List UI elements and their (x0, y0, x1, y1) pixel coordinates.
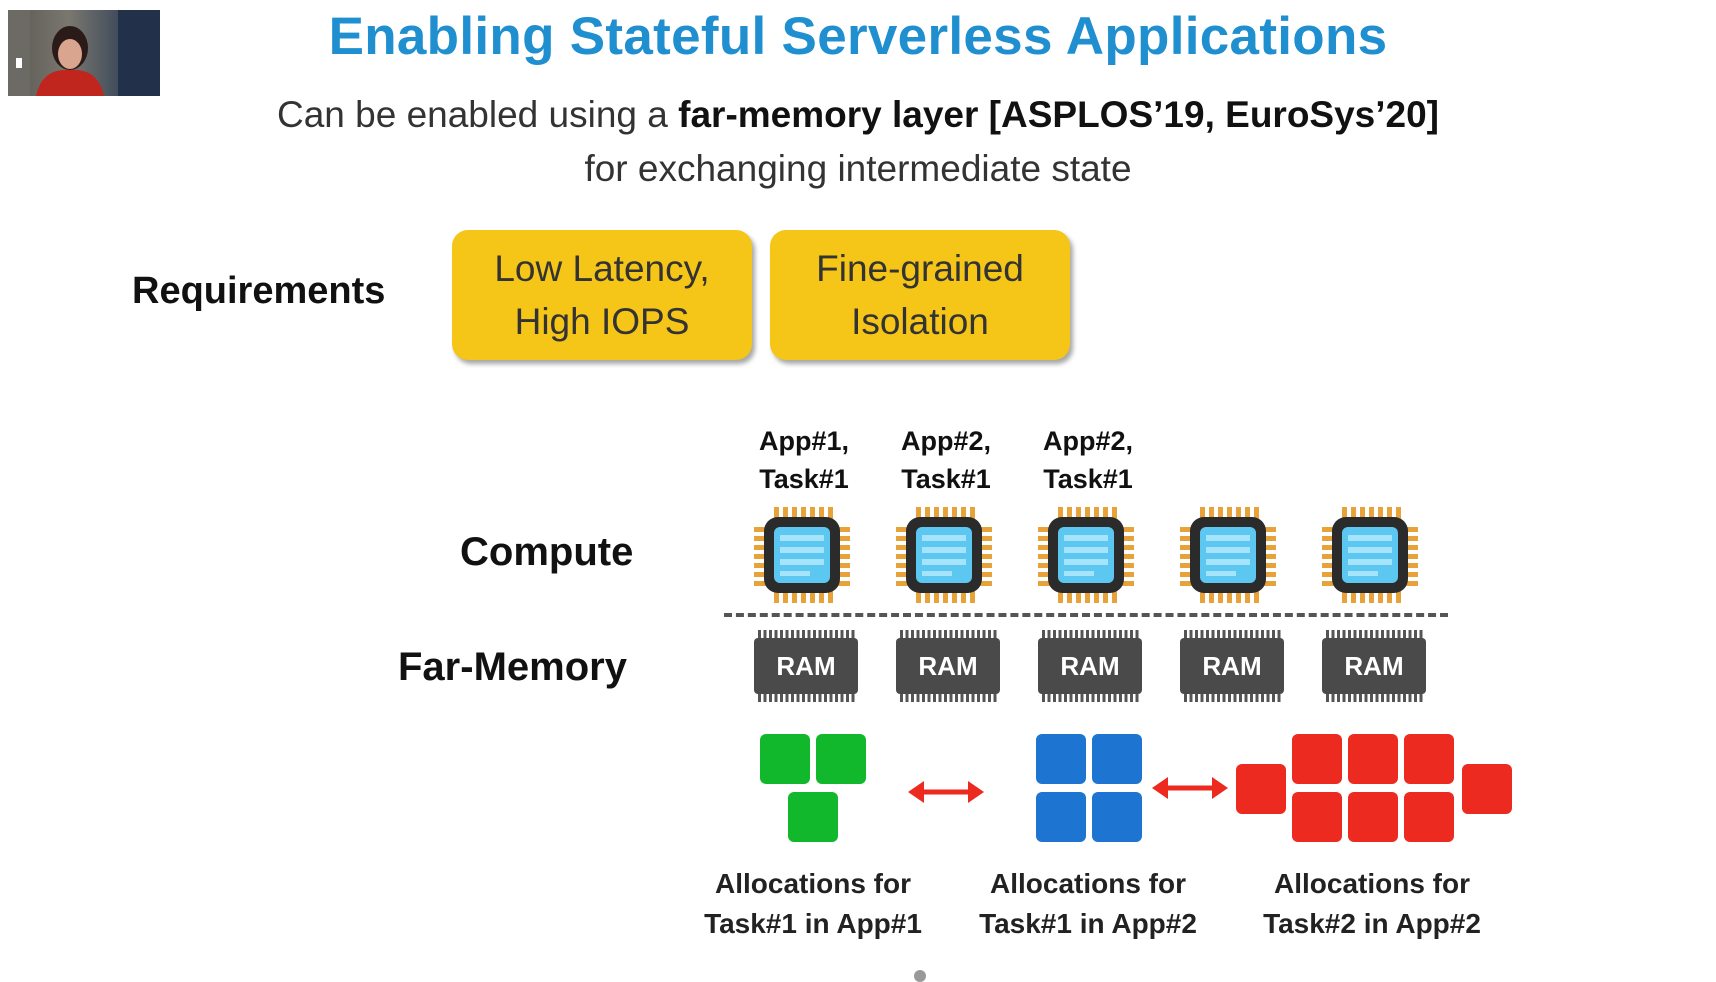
allocation-block (1462, 764, 1512, 814)
app-label-1: App#1, Task#1 (734, 422, 874, 498)
double-arrow-icon (908, 781, 984, 803)
ram-label: RAM (918, 651, 978, 681)
allocation-blocks-blue (1036, 734, 1146, 850)
ram-label: RAM (1202, 651, 1262, 681)
allocation-label-line: Task#1 in App#2 (979, 908, 1197, 939)
allocation-block (1292, 734, 1342, 784)
requirement-line: Fine-grained (816, 248, 1024, 289)
allocation-label-line: Allocations for (714, 868, 911, 899)
app-label-line: Task#1 (1043, 464, 1133, 494)
allocation-label-green: Allocations for Task#1 in App#1 (683, 864, 943, 944)
requirement-low-latency-box: Low Latency, High IOPS (452, 230, 752, 360)
slide-title: Enabling Stateful Serverless Application… (328, 7, 1388, 66)
app-label-3: App#2, Task#1 (1018, 422, 1158, 498)
subtitle-line2: for exchanging intermediate state (584, 148, 1132, 189)
cpu-chip-icon (1036, 505, 1136, 605)
allocation-label-line: Allocations for (989, 868, 1186, 899)
requirement-line: High IOPS (514, 301, 690, 342)
ram-label: RAM (1344, 651, 1404, 681)
compute-row-label: Compute (460, 530, 634, 574)
allocation-block (1404, 792, 1454, 842)
ram-module-icon: RAM (1178, 630, 1286, 702)
cpu-chip-icon (1178, 505, 1278, 605)
allocation-block (1092, 734, 1142, 784)
allocation-block (760, 734, 810, 784)
slide-progress-dot (914, 970, 926, 982)
allocation-block (1292, 792, 1342, 842)
allocation-block (788, 792, 838, 842)
slide-subtitle: Can be enabled using a far-memory layer … (0, 88, 1716, 196)
app-label-line: Task#1 (901, 464, 991, 494)
allocation-block (816, 734, 866, 784)
app-label-2: App#2, Task#1 (876, 422, 1016, 498)
cpu-chip-icon (894, 505, 994, 605)
requirements-label: Requirements (132, 270, 386, 312)
allocation-block (1092, 792, 1142, 842)
double-arrow-icon (1152, 777, 1228, 799)
cpu-chip-icon (1320, 505, 1420, 605)
app-label-line: App#2, (1042, 426, 1134, 456)
allocation-block (1236, 764, 1286, 814)
ram-label: RAM (776, 651, 836, 681)
requirement-line: Low Latency, (494, 248, 710, 289)
app-label-line: App#2, (900, 426, 992, 456)
app-label-line: Task#1 (759, 464, 849, 494)
allocation-blocks-red (1236, 734, 1518, 850)
allocation-block (1036, 792, 1086, 842)
ram-label: RAM (1060, 651, 1120, 681)
allocation-label-line: Task#1 in App#1 (704, 908, 922, 939)
allocation-label-blue: Allocations for Task#1 in App#2 (958, 864, 1218, 944)
ram-module-icon: RAM (1036, 630, 1144, 702)
requirement-line: Isolation (851, 301, 989, 342)
subtitle-bold-text: far-memory layer [ASPLOS’19, EuroSys’20] (678, 94, 1440, 135)
ram-module-icon: RAM (752, 630, 860, 702)
allocation-label-line: Allocations for (1273, 868, 1470, 899)
cpu-chip-icon (752, 505, 852, 605)
allocation-block (1348, 792, 1398, 842)
allocation-block (1036, 734, 1086, 784)
presenter-webcam-thumbnail (8, 10, 160, 96)
allocation-blocks-green (760, 734, 870, 850)
allocation-label-red: Allocations for Task#2 in App#2 (1242, 864, 1502, 944)
allocation-label-line: Task#2 in App#2 (1263, 908, 1481, 939)
app-label-line: App#1, (758, 426, 850, 456)
ram-module-icon: RAM (1320, 630, 1428, 702)
subtitle-text: Can be enabled using a (276, 94, 679, 135)
allocation-block (1348, 734, 1398, 784)
allocation-block (1404, 734, 1454, 784)
ram-module-icon: RAM (894, 630, 1002, 702)
requirement-isolation-box: Fine-grained Isolation (770, 230, 1070, 360)
compute-memory-divider (724, 613, 1448, 617)
far-memory-row-label: Far-Memory (398, 645, 627, 689)
